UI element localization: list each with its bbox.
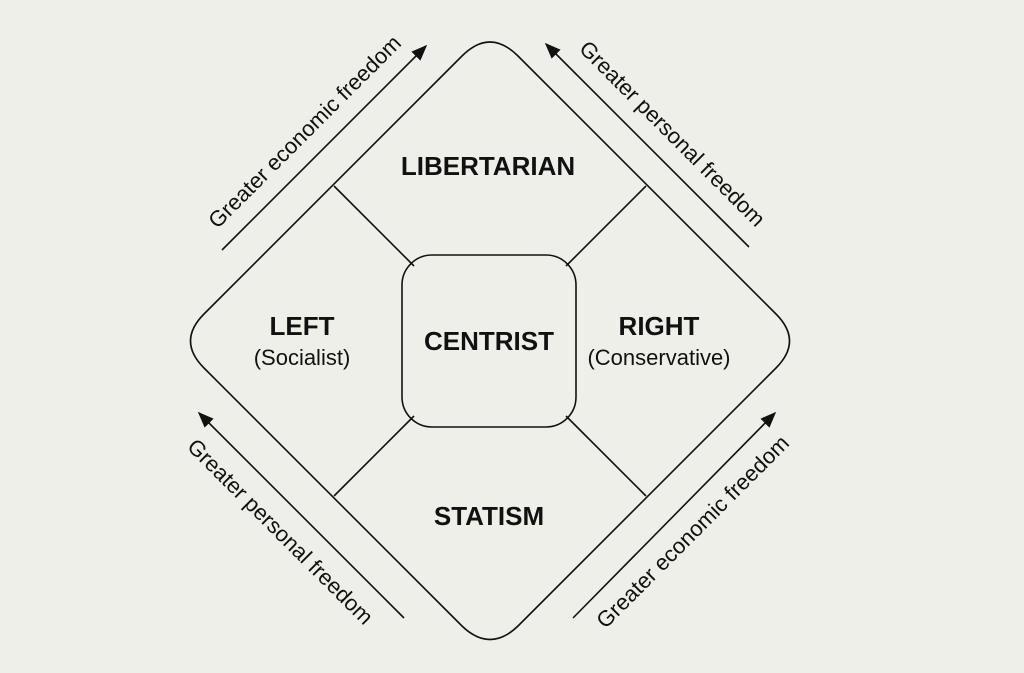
divider-upper-right (565, 185, 647, 267)
center-box (401, 254, 577, 428)
libertarian-label: LIBERTARIAN (400, 151, 576, 181)
arrow-upper-right (544, 42, 750, 248)
divider-lower-left (333, 415, 415, 497)
left-sub-label: (Socialist) (253, 345, 351, 370)
right-sub-label: (Conservative) (587, 345, 731, 370)
right-label: RIGHT (618, 311, 700, 341)
arrow-lower-right (572, 411, 777, 619)
outer-diamond (189, 41, 791, 641)
arrow-upper-left (221, 44, 428, 251)
divider-upper-left (333, 185, 415, 267)
left-label: LEFT (269, 311, 335, 341)
statism-label: STATISM (433, 501, 545, 531)
arrow-lower-left (197, 411, 405, 619)
divider-lower-right (565, 415, 647, 497)
centrist-label: CENTRIST (424, 326, 554, 356)
